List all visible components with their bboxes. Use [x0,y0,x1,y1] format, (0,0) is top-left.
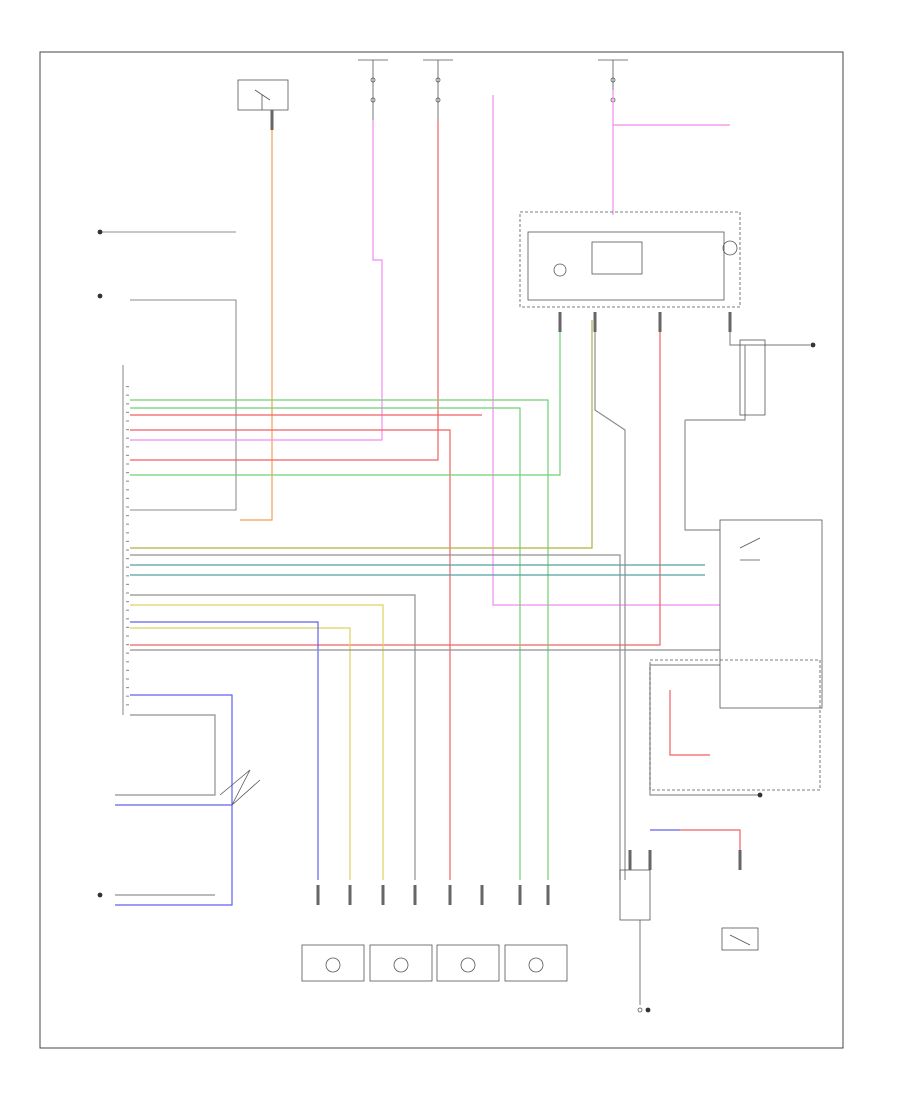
wire-red-5 [669,690,710,756]
wire-red-4 [130,320,661,646]
relay-module-right [649,519,823,791]
connector-pin [126,549,129,551]
connector-pin [126,583,129,585]
connector-pin [126,575,129,577]
connector-pin [126,661,129,663]
actuator-motors [301,944,568,982]
wire-gray-6 [729,320,810,346]
wire-green-1 [130,407,521,880]
connector-pin [126,489,129,491]
connector-pin [126,592,129,594]
wire-yellow-1 [130,604,384,880]
wire-gray-11 [594,320,626,880]
diagram-border [39,51,844,1049]
connector-pin [126,635,129,637]
connector-pin [126,480,129,482]
connector-pin [126,429,129,431]
wire-red-3 [130,429,451,880]
control-module [519,211,741,308]
connector-pin [126,506,129,508]
wire-red-6 [680,829,741,870]
wire-green-3 [130,399,549,880]
wire-pink-4 [492,95,720,606]
wire-gray-4 [115,714,216,796]
connector-pin [126,386,129,388]
connector-pin [126,644,129,646]
wire-gray-1 [130,554,621,880]
wire-gray-10 [649,665,760,796]
connector-pin [126,394,129,396]
wire-gray-8 [684,420,720,531]
connector-pin [126,652,129,654]
connector-pin [126,626,129,628]
connector-pin [126,566,129,568]
wire-orange [240,115,273,521]
connector-pin [126,687,129,689]
connector-pin [126,601,129,603]
wire-traces [115,90,810,1005]
wire-pink-2 [612,90,730,126]
connector-pin [126,523,129,525]
connector-pin [126,678,129,680]
wire-gray-2 [130,594,416,880]
connector-pin [126,558,129,560]
wire-blue-1 [115,694,233,906]
connector-pin [126,454,129,456]
connector-pin [126,540,129,542]
wire-blue-2 [130,621,319,880]
wire-green-2 [130,320,561,476]
connector-pin [126,472,129,474]
connector-pin [126,669,129,671]
junction-left [219,339,766,806]
connector-pin [126,420,129,422]
connector-pin [126,515,129,517]
connector-pin [126,411,129,413]
main-connector [100,231,237,715]
ground-symbols [97,229,816,1013]
wire-gray-7 [685,345,746,421]
connector-pin [126,704,129,706]
connector-pin [126,437,129,439]
connector-pin [126,497,129,499]
wire-red-1 [130,120,439,461]
connector-pin [126,532,129,534]
relay-top-left [237,79,289,111]
connector-pin [126,618,129,620]
wire-olive [130,320,593,549]
connector-pin [126,695,129,697]
wire-connector-ends [270,110,742,905]
connector-pins [126,386,129,706]
connector-pin [126,403,129,405]
wire-pink-1 [130,120,383,441]
connector-pin [126,463,129,465]
connector-pin [126,609,129,611]
switch-bottom-right [619,869,759,1013]
connector-pin [126,446,129,448]
wire-yellow-2 [130,627,351,880]
